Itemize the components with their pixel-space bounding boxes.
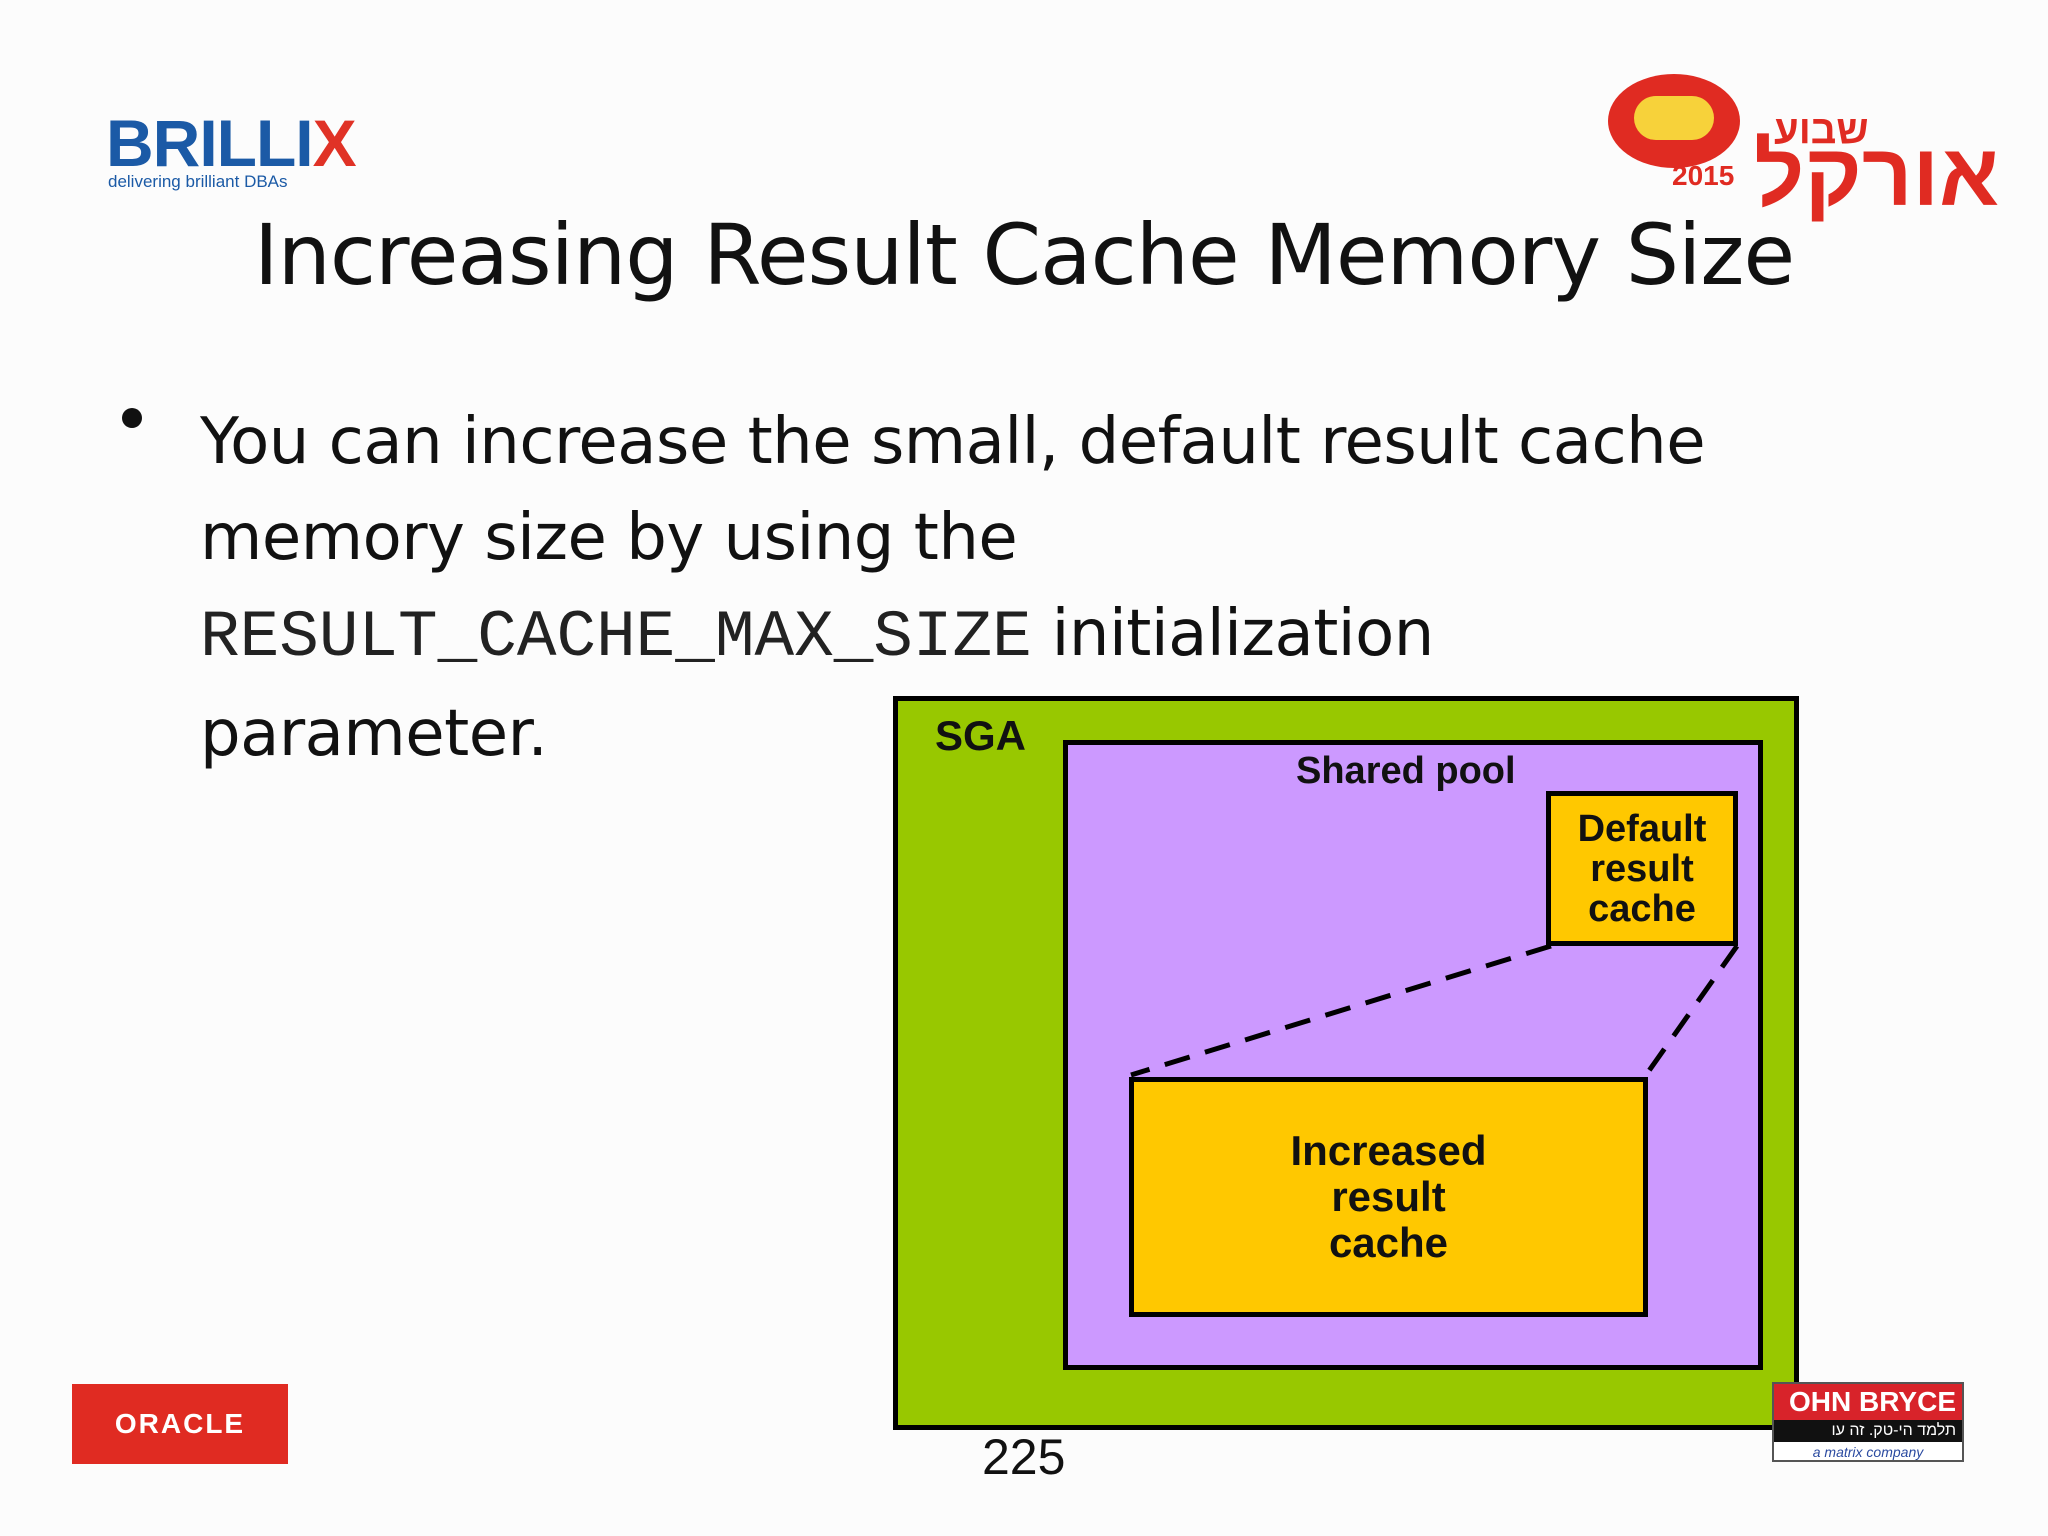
john-bryce-name: OHN BRYCE [1774, 1384, 1962, 1420]
brillix-logo-name: BRILLI [106, 106, 314, 180]
bullet-text: You can increase the small, default resu… [200, 394, 1780, 782]
bullet-dot [122, 408, 142, 428]
increased-result-cache-box: Increased result cache [1129, 1077, 1648, 1317]
brillix-tagline: delivering brilliant DBAs [108, 172, 288, 191]
oracle-week-line1: שבוע [1774, 108, 1869, 152]
default-result-cache-label: Default result cache [1577, 807, 1707, 930]
brillix-logo-x: X [312, 106, 357, 180]
john-bryce-logo: OHN BRYCE תלמד הי-טק. זה עו a matrix com… [1772, 1382, 1964, 1462]
bullet-text-before: You can increase the small, default resu… [200, 405, 1706, 575]
slide-title: Increasing Result Cache Memory Size [253, 206, 1795, 304]
oracle-week-logo: 2015 שבוע אורקל [1604, 68, 1999, 220]
oracle-logo: ORACLE [72, 1384, 288, 1464]
john-bryce-tagline: תלמד הי-טק. זה עו [1774, 1420, 1962, 1442]
shared-pool-label: Shared pool [1296, 750, 1516, 792]
sga-label: SGA [935, 712, 1027, 759]
bullet-text-after: initialization parameter. [200, 597, 1434, 771]
page-number: 225 [982, 1429, 1066, 1485]
bullet-code: RESULT_CACHE_MAX_SIZE [200, 600, 1032, 675]
oracle-week-line2: אורקל [1754, 125, 2000, 224]
increased-result-cache-label: Increased result cache [1290, 1127, 1487, 1266]
default-result-cache-box: Default result cache [1546, 791, 1738, 946]
oracle-week-year: 2015 [1672, 160, 1735, 191]
brillix-logo: BRILLIX delivering brilliant DBAs [106, 110, 426, 191]
john-bryce-sub: a matrix company [1812, 1444, 1924, 1460]
oracle-week-oval-inner [1634, 96, 1714, 140]
